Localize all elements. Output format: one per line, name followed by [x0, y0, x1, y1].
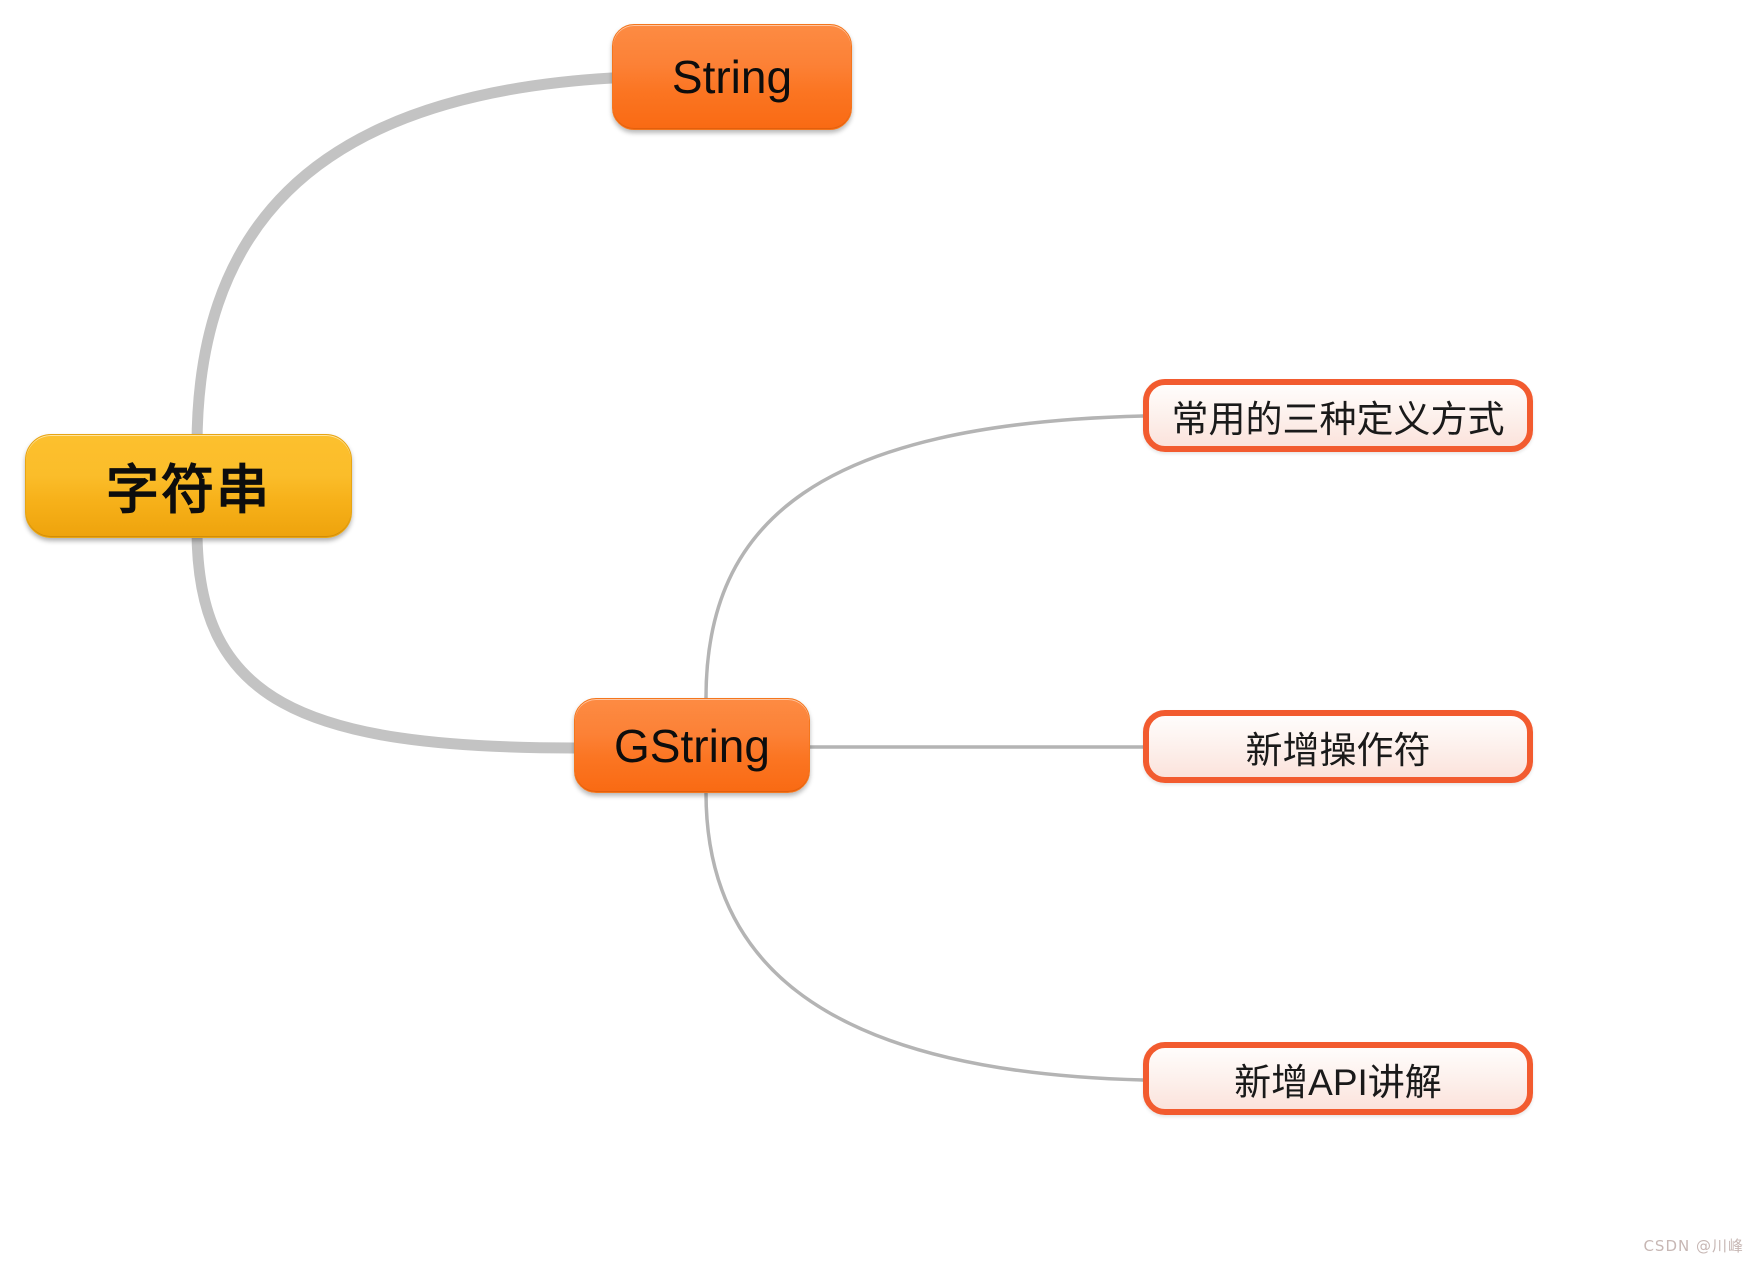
edge-root-to-string [191, 72, 618, 452]
mindmap-leaf-definition-methods[interactable]: 常用的三种定义方式 [1143, 379, 1533, 452]
edge-root-to-gstring [191, 524, 580, 754]
mindmap-leaf-new-api[interactable]: 新增API讲解 [1143, 1042, 1533, 1115]
mindmap-root-label: 字符串 [106, 461, 271, 520]
mindmap-node-gstring-label: GString [614, 719, 770, 772]
mindmap-node-gstring[interactable]: GString [574, 698, 810, 793]
mindmap-leaf-new-operators-label: 新增操作符 [1245, 729, 1431, 771]
mindmap-leaf-new-api-label: 新增API讲解 [1234, 1061, 1442, 1103]
edge-gstring-to-leaf-1 [704, 414, 1145, 700]
csdn-watermark: CSDN @川峰 [1643, 1237, 1744, 1255]
mindmap-leaf-new-operators[interactable]: 新增操作符 [1143, 710, 1533, 783]
mindmap-leaf-definition-methods-label: 常用的三种定义方式 [1171, 398, 1505, 440]
edge-gstring-to-leaf-3 [704, 791, 1145, 1082]
mindmap-node-string-label: String [671, 51, 793, 103]
mindmap-node-string[interactable]: String [612, 24, 852, 130]
mindmap-root-node[interactable]: 字符串 [25, 434, 352, 538]
